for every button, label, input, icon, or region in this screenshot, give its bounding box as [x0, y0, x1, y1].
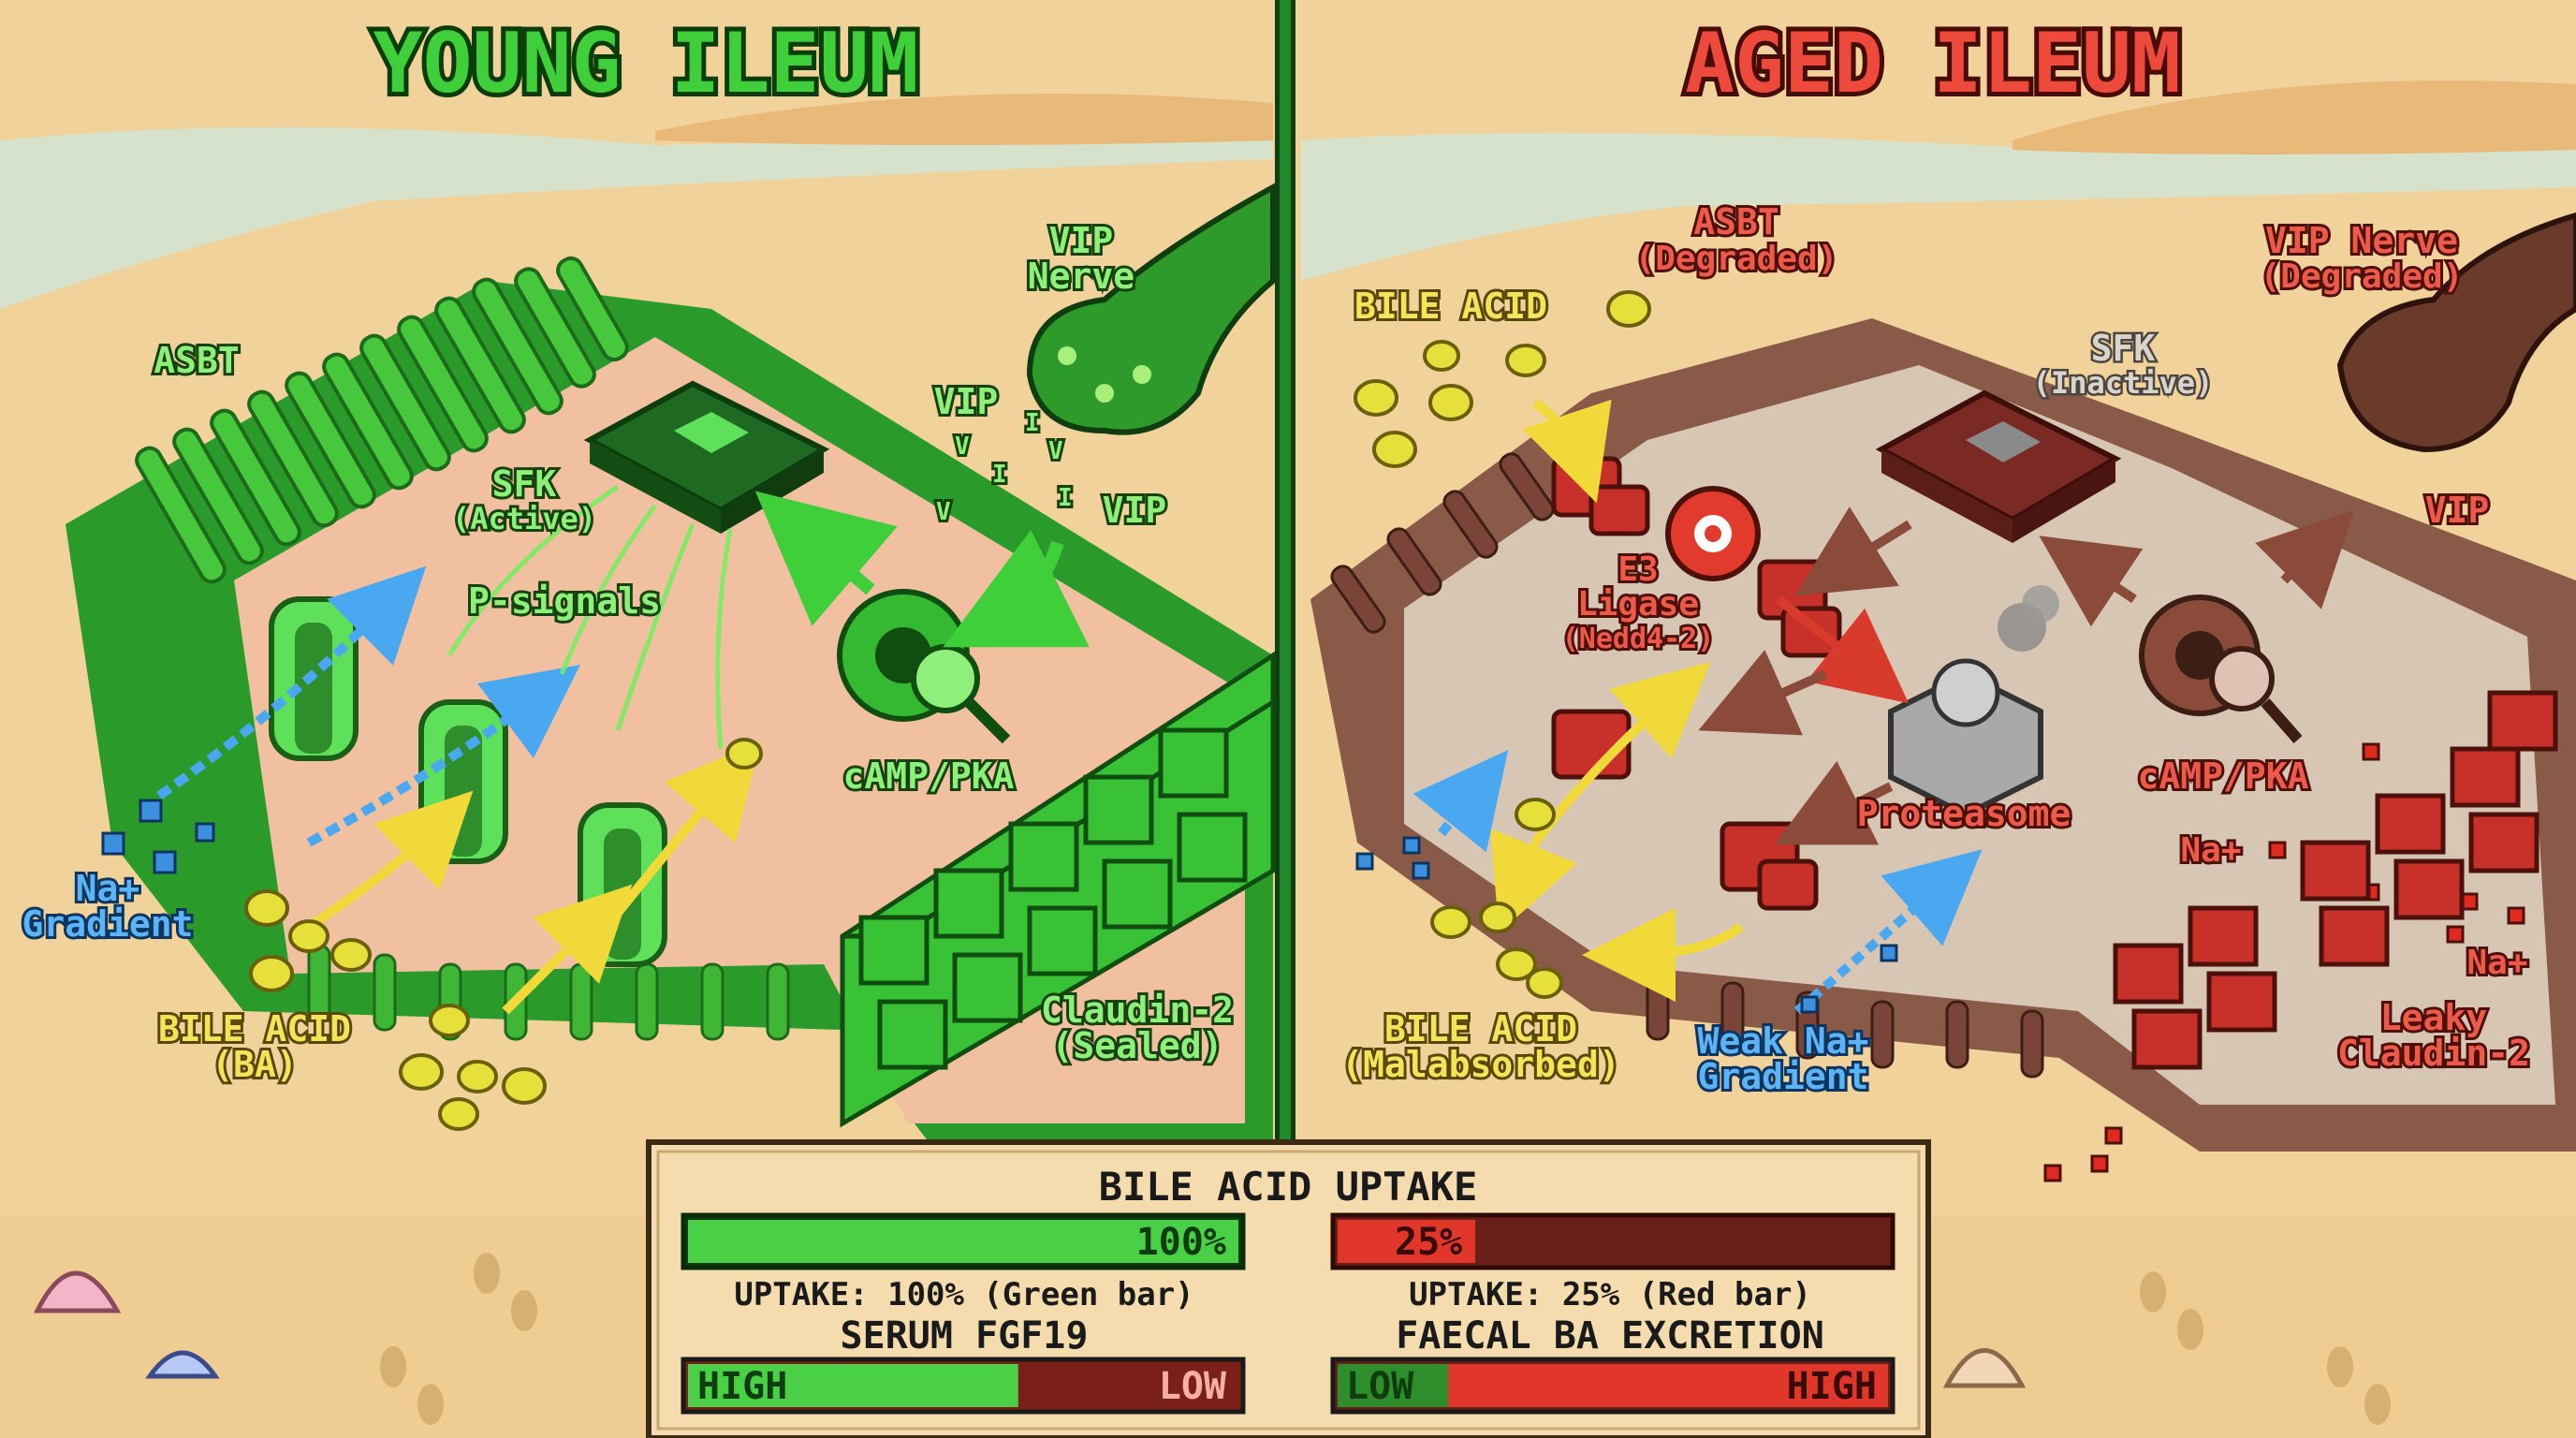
aged-e3-ligase [1665, 486, 1761, 581]
asbt-transporter [578, 802, 667, 967]
young-claudin-wall [840, 651, 1276, 1128]
young-na-label-line2: Gradient [22, 903, 193, 945]
young-bile-acid-label-line1: BILE ACID [158, 1008, 351, 1049]
aged-leaky-label-line1: Leaky [2380, 997, 2487, 1038]
faecal-bar: LOW HIGH [1330, 1357, 1895, 1415]
aged-na-label: Na+ [2180, 831, 2241, 870]
aged-asbt-label-line2: (Degraded) [1635, 240, 1838, 278]
aged-e3-label-line1: E3 [1617, 550, 1658, 589]
aged-uptake-value: 25% [1395, 1221, 1462, 1264]
aged-vip-label: VIP [2425, 490, 2490, 531]
faecal-right-label: HIGH [1787, 1365, 1877, 1408]
fgf19-right-label: LOW [1159, 1365, 1227, 1408]
aged-uptake-fill [1338, 1220, 1475, 1263]
young-p-signal-lines [446, 484, 733, 750]
center-divider [1275, 0, 1295, 1152]
vip-particle: V [1048, 437, 1063, 465]
aged-vip-nerve-label-line2: (Degraded) [2261, 257, 2464, 296]
vip-particle: V [955, 433, 970, 461]
aged-leaky-label-line2: Claudin-2 [2337, 1033, 2530, 1074]
young-asbt-label: ASBT [154, 340, 240, 381]
young-uptake-bar: 100% [681, 1212, 1246, 1270]
vip-particle: I [992, 461, 1007, 489]
young-na-label-line1: Na+ [76, 868, 140, 909]
aged-bile-acid-bottom-line2: (Malabsorbed) [1341, 1044, 1619, 1085]
aged-bile-acid-bottom-line1: BILE ACID [1384, 1008, 1577, 1049]
bile-acid-uptake-panel: BILE ACID UPTAKE 100% UPTAKE: 100% (Gree… [646, 1139, 1931, 1438]
vip-nerve-label-line2: Nerve [1028, 256, 1134, 297]
aged-bile-acid-top-label: BILE ACID [1354, 286, 1547, 327]
seashell-icon [1942, 1348, 2027, 1388]
footprint-icons [380, 1253, 2391, 1425]
young-signal-arrows [754, 491, 1090, 648]
vip-particle: I [1058, 484, 1073, 512]
young-bile-acid-label-line2: (BA) [212, 1044, 298, 1085]
aged-na-ions [1355, 836, 1898, 1014]
seashell-icon [145, 1350, 220, 1379]
young-na-ions [101, 799, 215, 874]
aged-uptake-bar: 25% [1330, 1212, 1895, 1270]
young-vip-upper-label: VIP [934, 381, 999, 422]
young-vip-nerve [1026, 182, 1276, 435]
young-vip-lower-label: VIP [1103, 490, 1167, 531]
panel-title: BILE ACID UPTAKE [1099, 1164, 1478, 1210]
faecal-title: FAECAL BA EXCRETION [1396, 1314, 1824, 1357]
vip-nerve-label-line1: VIP [1049, 220, 1114, 261]
seashell-icon [33, 1270, 122, 1313]
aged-vip-nerve-label-line1: VIP Nerve [2265, 220, 2458, 261]
aged-camp-label: cAMP/PKA [2137, 756, 2308, 797]
aged-na-label-2: Na+ [2466, 944, 2527, 982]
young-p-signals-label: P-signals [468, 580, 661, 622]
young-villi-rows [135, 256, 629, 584]
aged-sfk-label-line1: SFK [2091, 328, 2156, 369]
aged-asbt-label-line1: ASBT [1693, 201, 1779, 242]
aged-ileum-scene: ASBT (Degraded) BILE ACID SFK (Inactive)… [1310, 198, 2576, 1182]
young-sfk-label-line1: SFK [492, 463, 557, 505]
young-uptake-value: 100% [1136, 1221, 1226, 1264]
aged-sfk-chip [1875, 389, 2122, 543]
young-vip-particles: V I V I V I [933, 406, 1076, 529]
aged-leaky-claudin-wall [2113, 690, 2558, 1070]
young-claudin-label-line2: (Sealed) [1051, 1025, 1222, 1066]
aged-red-ions [2043, 742, 2525, 1182]
aged-sfk-label-line2: (Inactive) [2033, 365, 2214, 401]
young-ileum-scene: VIP Nerve V I V I V I [19, 182, 1276, 1152]
fgf19-title: SERUM FGF19 [841, 1314, 1089, 1357]
faecal-fill [1448, 1364, 1888, 1407]
title-aged-ileum: AGED ILEUM [1685, 15, 2181, 111]
vip-particle: I [1025, 409, 1040, 437]
vip-particle: V [936, 498, 951, 526]
fgf19-left-label: HIGH [697, 1365, 787, 1408]
beach-decor [33, 1253, 2391, 1425]
aged-vip-nerve [2336, 212, 2576, 453]
fgf19-fill [688, 1364, 1018, 1407]
young-uptake-caption: UPTAKE: 100% (Green bar) [734, 1276, 1193, 1313]
young-camp-label: cAMP/PKA [842, 756, 1014, 797]
fgf19-bar: HIGH LOW [681, 1357, 1246, 1415]
young-na-arrows [156, 565, 581, 847]
aged-weak-na-line1: Weak Na+ [1697, 1020, 1868, 1062]
aged-camp-gear [2139, 594, 2303, 743]
aged-e3-label-line3: (Nedd4-2) [1562, 623, 1715, 655]
faecal-left-label: LOW [1346, 1365, 1414, 1408]
aged-bile-acid-particles [1354, 290, 1651, 999]
young-claudin-label-line1: Claudin-2 [1041, 990, 1234, 1031]
aged-e3-label-line2: Ligase [1577, 585, 1699, 624]
title-young-ileum: YOUNG ILEUM [373, 15, 919, 111]
young-uptake-fill [688, 1220, 1238, 1263]
aged-weak-na-line2: Gradient [1697, 1056, 1868, 1097]
aged-uptake-caption: UPTAKE: 25% (Red bar) [1409, 1276, 1811, 1313]
young-sfk-label-line2: (Active) [452, 501, 596, 536]
young-bile-acid-particles [244, 738, 763, 1131]
young-bile-arrows [306, 741, 761, 1015]
aged-proteasome-label: Proteasome [1857, 793, 2071, 834]
